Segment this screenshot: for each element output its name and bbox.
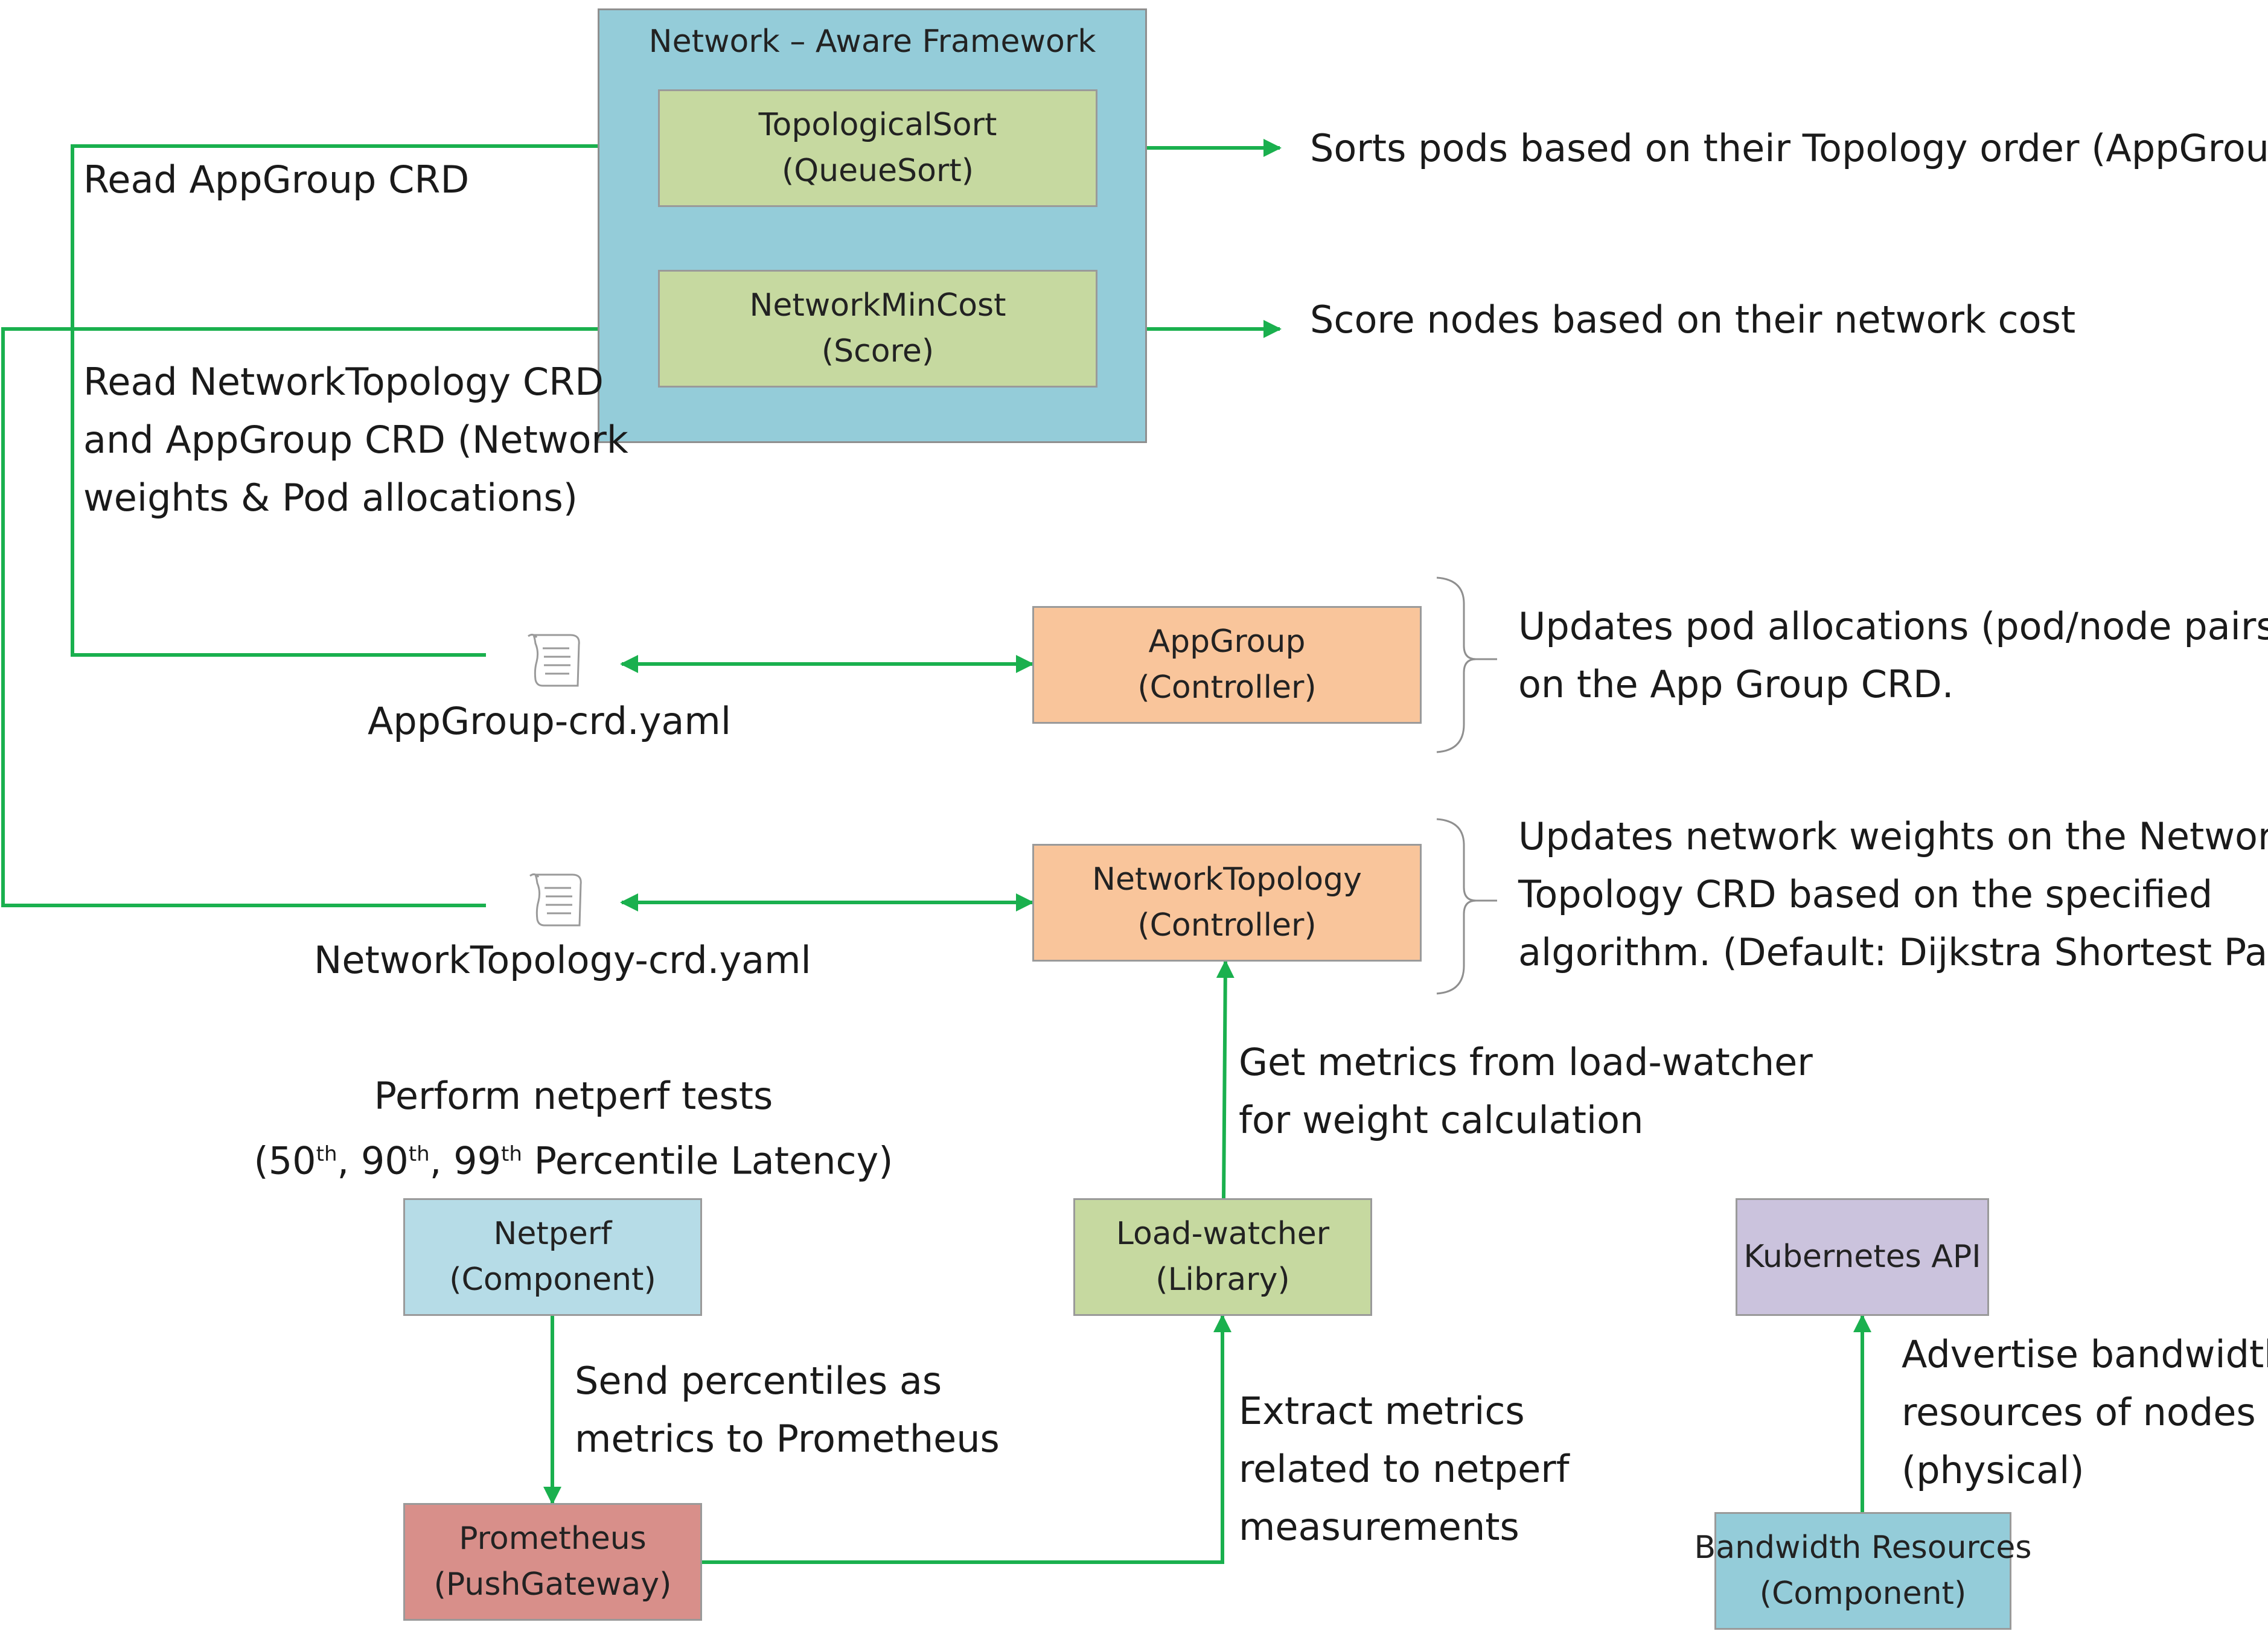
read-network-line-3: weights & Pod allocations) xyxy=(83,476,578,520)
netperf-name: Netperf xyxy=(493,1216,612,1253)
get-metrics-line-1: Get metrics from load-watcher xyxy=(1239,1040,1813,1084)
networktopology-controller-note: Updates network weights on the Network T… xyxy=(1518,808,2268,981)
scroll-document-icon xyxy=(529,873,582,927)
appgroup-file-label: AppGroup-crd.yaml xyxy=(367,699,732,743)
get-metrics-line-2: for weight calculation xyxy=(1239,1098,1644,1142)
prometheus-name: Prometheus xyxy=(459,1521,647,1557)
appgroup-note-line-2: on the App Group CRD. xyxy=(1518,662,1954,706)
advertise-line-1: Advertise bandwidth xyxy=(1902,1332,2268,1376)
extract-metrics-note: Extract metrics related to netperf measu… xyxy=(1239,1382,1570,1556)
send-line-2: metrics to Prometheus xyxy=(575,1417,1000,1461)
appgroup-controller-name: AppGroup xyxy=(1148,624,1306,660)
read-networktopology-connector xyxy=(1,320,660,907)
networktopology-controller[interactable]: NetworkTopology (Controller) xyxy=(1032,844,1422,962)
send-percentiles-note: Send percentiles as metrics to Prometheu… xyxy=(575,1352,1000,1468)
networktopology-controller-name: NetworkTopology xyxy=(1092,861,1362,898)
advertise-bandwidth-note: Advertise bandwidth resources of nodes (… xyxy=(1902,1326,2268,1499)
read-network-line-1: Read NetworkTopology CRD xyxy=(83,360,604,404)
advertise-line-2: resources of nodes xyxy=(1902,1390,2256,1434)
advertise-line-3: (physical) xyxy=(1902,1448,2084,1492)
score-output-label: Score nodes based on their network cost xyxy=(1310,298,2076,342)
networktopology-file-label: NetworkTopology-crd.yaml xyxy=(314,938,811,982)
networkmincost-plugin[interactable]: NetworkMinCost (Score) xyxy=(658,270,1097,388)
framework-title: Network – Aware Framework xyxy=(648,24,1096,60)
networkmincost-type: (Score) xyxy=(821,333,934,369)
network-note-brace xyxy=(1436,818,1477,995)
read-appgroup-connector xyxy=(71,137,660,657)
appgroup-controller[interactable]: AppGroup (Controller) xyxy=(1032,606,1422,724)
prometheus-pushgateway[interactable]: Prometheus (PushGateway) xyxy=(403,1503,702,1621)
scroll-document-icon xyxy=(528,633,580,687)
kubernetes-api[interactable]: Kubernetes API xyxy=(1736,1198,1989,1316)
networktopology-controller-type: (Controller) xyxy=(1137,907,1317,943)
appgroup-note-brace xyxy=(1436,576,1477,753)
bandwidth-name: Bandwidth Resources xyxy=(1694,1530,2032,1566)
bandwidth-resources-component[interactable]: Bandwidth Resources (Component) xyxy=(1695,1512,2031,1630)
loadwatcher-to-controller-arrow xyxy=(1216,960,1235,1199)
prometheus-to-loadwatcher-connector xyxy=(701,1314,1231,1564)
loadwatcher-name: Load-watcher xyxy=(1116,1216,1330,1253)
network-note-line-3: algorithm. (Default: Dijkstra Shortest P… xyxy=(1518,930,2268,974)
percentile-latency-line: (50th, 90th, 99th Percentile Latency) xyxy=(254,1138,893,1183)
topologicalsort-name: TopologicalSort xyxy=(758,107,997,144)
load-watcher-library[interactable]: Load-watcher (Library) xyxy=(1073,1198,1372,1316)
network-note-line-1: Updates network weights on the Network xyxy=(1518,814,2268,858)
extract-line-3: measurements xyxy=(1239,1505,1519,1549)
read-networktopology-label: Read NetworkTopology CRD and AppGroup CR… xyxy=(83,353,628,527)
topologicalsort-plugin[interactable]: TopologicalSort (QueueSort) xyxy=(658,89,1097,207)
get-metrics-note: Get metrics from load-watcher for weight… xyxy=(1239,1033,1813,1149)
k8s-name: Kubernetes API xyxy=(1743,1238,1981,1275)
sort-output-label: Sorts pods based on their Topology order… xyxy=(1310,126,2268,170)
netperf-type: (Component) xyxy=(449,1261,656,1298)
appgroup-controller-type: (Controller) xyxy=(1137,669,1317,706)
network-note-line-2: Topology CRD based on the specified xyxy=(1518,872,2213,916)
appgroup-controller-note: Updates pod allocations (pod/node pairs)… xyxy=(1518,598,2268,713)
appgroup-note-line-1: Updates pod allocations (pod/node pairs) xyxy=(1518,604,2268,648)
prometheus-type: (PushGateway) xyxy=(433,1566,672,1603)
topologicalsort-type: (QueueSort) xyxy=(782,152,974,189)
netperf-component[interactable]: Netperf (Component) xyxy=(403,1198,702,1316)
extract-line-1: Extract metrics xyxy=(1239,1389,1525,1433)
read-appgroup-label: Read AppGroup CRD xyxy=(83,158,470,202)
networkmincost-name: NetworkMinCost xyxy=(749,287,1006,324)
send-line-1: Send percentiles as xyxy=(575,1359,942,1403)
extract-line-2: related to netperf xyxy=(1239,1447,1570,1491)
netperf-tests-title: Perform netperf tests xyxy=(374,1074,773,1118)
netperf-tests-note: Perform netperf tests (50th, 90th, 99th … xyxy=(241,1067,906,1190)
bandwidth-type: (Component) xyxy=(1759,1575,1967,1612)
loadwatcher-type: (Library) xyxy=(1155,1261,1290,1298)
read-network-line-2: and AppGroup CRD (Network xyxy=(83,418,628,462)
